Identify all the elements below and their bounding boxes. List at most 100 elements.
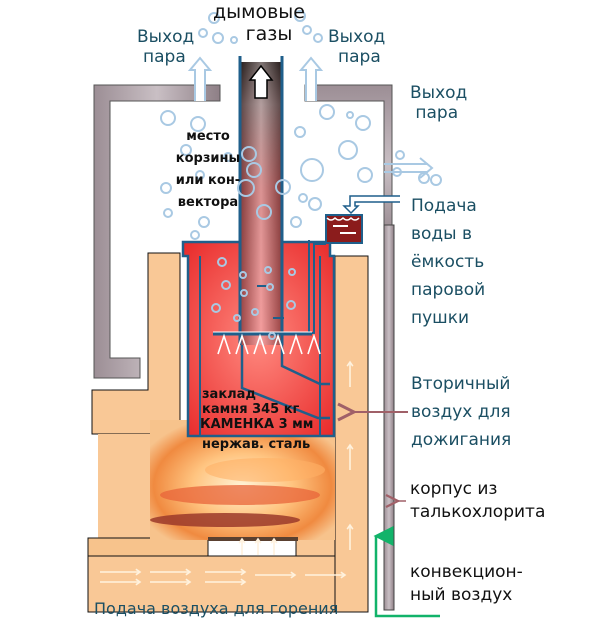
steam-out-left-line1: Выход <box>137 27 195 47</box>
secondary-air-line1: Вторичный <box>411 374 511 394</box>
steam-bubble <box>198 28 208 38</box>
secondary-air-label: Вторичный воздух для дожигания <box>411 370 511 454</box>
steam-bubble <box>294 126 306 138</box>
steam-out-right-line1: Выход <box>410 83 468 103</box>
steam-bubble <box>195 170 205 180</box>
chimney <box>238 56 284 345</box>
steam-bubble <box>240 289 248 297</box>
water-supply-line4: паровой <box>411 280 486 300</box>
spray-nozzle-icon <box>307 333 321 355</box>
steam-out-center-line2: пара <box>338 46 381 67</box>
basket-place-line3: или кон- <box>175 173 241 188</box>
steam-bubble <box>268 332 276 340</box>
water-supply-line2: воды в <box>411 224 473 244</box>
steam-bubble <box>355 115 371 131</box>
air-flow-arrow-icon <box>254 537 262 555</box>
steam-bubble <box>298 193 308 203</box>
steam-out-arrow-left-icon <box>187 56 213 101</box>
steam-bubble <box>217 257 227 267</box>
spray-nozzle-icon <box>271 333 285 355</box>
air-flow-arrow-icon <box>238 537 246 555</box>
steam-bubble <box>266 283 274 291</box>
steam-bubble <box>338 140 358 160</box>
flue-gas-label-line1: дымовые <box>213 1 305 23</box>
basket-place-line4: вектора <box>177 195 239 210</box>
air-flow-arrow-icon <box>270 537 278 555</box>
steam-out-right-label: Выход пара <box>410 83 468 123</box>
steam-gun-tank <box>308 214 363 334</box>
stone-load-line2: камня 345 кг <box>202 402 300 417</box>
stone-load-label: заклад камня 345 кг КАМЕНКА 3 мм нержав.… <box>200 387 314 452</box>
steam-bubble <box>319 104 335 120</box>
air-flow-arrow-icon <box>346 360 354 387</box>
steam-bubble <box>212 32 224 44</box>
steam-bubble <box>395 150 405 160</box>
steam-bubble <box>163 208 173 218</box>
steam-bubble <box>239 271 247 279</box>
steam-bubble <box>256 204 272 220</box>
steam-bubble <box>290 216 302 228</box>
steam-bubble <box>346 111 354 119</box>
water-supply-line1: Подача <box>411 196 477 216</box>
steam-out-center-label: Выход пара <box>328 27 385 67</box>
steam-bubble <box>221 280 231 290</box>
stone-load-line3: КАМЕНКА 3 мм <box>200 417 314 432</box>
air-flow-arrow-icon <box>305 571 347 579</box>
stone-load-line1: заклад <box>202 387 256 402</box>
steam-bubble <box>264 266 272 274</box>
steam-bubble <box>230 36 238 44</box>
steam-out-arrow-right-icon <box>384 157 434 179</box>
steam-bubble <box>300 158 324 182</box>
spray-nozzle-icon <box>253 333 267 355</box>
water-supply-line3: ёмкость <box>411 252 485 272</box>
flue-gas-label-line2: газы <box>245 22 293 45</box>
air-flow-arrow-icon <box>205 578 247 586</box>
air-flow-arrow-icon <box>205 568 247 576</box>
steam-bubble <box>190 116 206 132</box>
steam-bubble <box>288 268 296 276</box>
spray-nozzle-icon <box>235 333 249 355</box>
basket-place-line2: корзины <box>175 151 241 166</box>
steam-bubble <box>251 308 259 316</box>
steam-out-left-label: Выход пара <box>137 27 195 67</box>
air-flow-arrow-icon <box>150 568 192 576</box>
stone-load-line4: нержав. сталь <box>202 437 311 452</box>
convection-air-arrow-icon <box>373 526 440 618</box>
secondary-air-line2: воздух для <box>411 402 511 422</box>
steam-bubble <box>313 33 323 43</box>
steam-bubble <box>286 300 296 310</box>
steam-bubbles <box>160 10 442 340</box>
steam-out-arrow-center-icon <box>298 56 324 101</box>
steam-bubble <box>208 12 220 24</box>
air-flow-arrow-icon <box>100 568 142 576</box>
steam-bubble <box>237 179 255 197</box>
steam-bubble <box>302 25 312 35</box>
steam-bubble <box>294 10 306 22</box>
spray-nozzle-icon <box>289 333 303 355</box>
air-flow-arrow-icon <box>255 571 297 579</box>
steam-bubble <box>275 179 291 195</box>
air-flow-arrow-icon <box>346 443 354 470</box>
steam-out-right-line2: пара <box>410 102 459 123</box>
spray-nozzle-icon <box>217 333 231 355</box>
air-flow-arrow-icon <box>150 578 192 586</box>
grate <box>208 537 298 541</box>
air-flow-arrow-icon <box>346 523 354 550</box>
spray-bar <box>213 331 321 355</box>
steam-bubble <box>430 174 442 186</box>
body-material-line1: корпус из <box>410 479 498 499</box>
combustion-air-arrows <box>100 360 354 586</box>
steam-out-left-line2: пара <box>143 46 186 67</box>
water-supply-pipe-icon <box>342 195 400 215</box>
steam-bubble <box>223 152 233 162</box>
water-supply-label: Подача воды в ёмкость паровой пушки <box>411 192 485 332</box>
steam-bubble <box>198 216 210 228</box>
steam-bubble <box>246 162 262 178</box>
steam-bubble <box>190 230 200 240</box>
steam-bubble <box>241 146 257 162</box>
body-material-label: корпус из талькохлорита <box>410 478 545 524</box>
steam-bubble <box>211 303 221 313</box>
burning-logs <box>150 458 325 527</box>
steam-bubble <box>160 110 176 126</box>
